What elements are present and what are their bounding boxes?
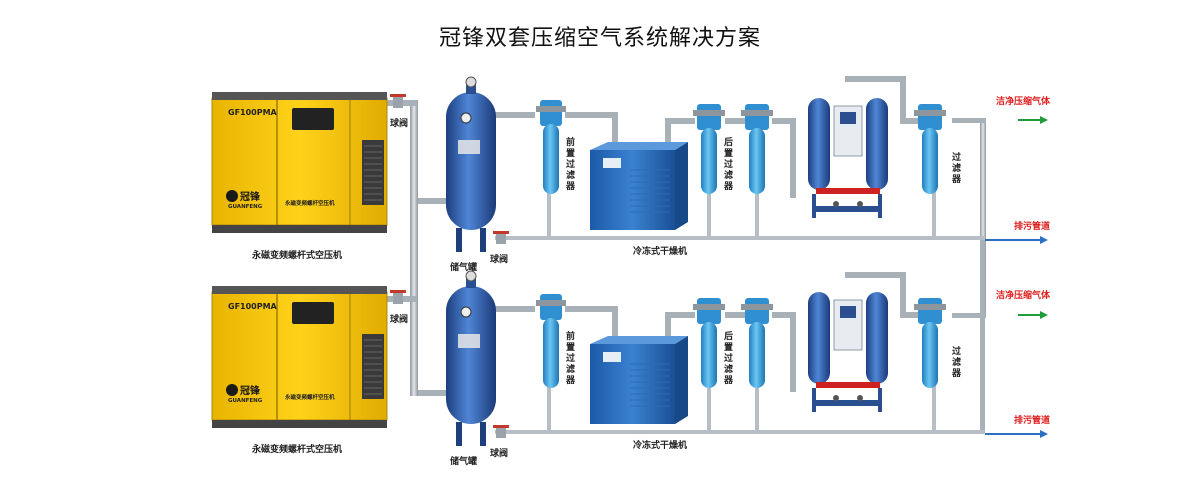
line-1-final-filter: 过滤器 [914,104,962,194]
line-2-final-filter: 过滤器 [914,298,962,388]
line-1-compressor-caption: 永磁变频螺杆式空压机 [251,249,342,261]
line-1-compressor-brand-en: GUANFENG [228,204,263,210]
line-2-final-filter-label: 过滤器 [951,345,962,379]
line-1-dryer-label: 冷冻式干燥机 [633,245,687,257]
line-2-tank: 储气罐 [446,270,496,467]
line-1-post-filter-label: 后置过滤器 [723,136,734,192]
line-2-desiccant-dryer [808,292,888,412]
line-2-dryer: 冷冻式干燥机 [590,336,688,451]
line-2-brand-logo-icon [226,384,238,396]
line-1-final-filter-label: 过滤器 [951,151,962,185]
line-1-compressor-model: GF100PMA [228,108,278,117]
line-2-clean-air-arrow-icon [1040,311,1048,319]
line-1-pre-filter-label: 前置过滤器 [565,136,576,192]
diagram-title: 冠锋双套压缩空气系统解决方案 [438,26,761,51]
line-2-tank-gauge-icon [460,306,472,318]
line-2-compressor-brand-en: GUANFENG [228,398,263,404]
line-1-compressor-panel-text: 永磁变频螺杆空压机 [284,199,335,207]
line-1-clean-air-output: 洁净压缩气体 [996,95,1051,124]
line-1-post-filter-1 [693,104,725,194]
line-1-brand-logo-icon [226,190,238,202]
line-1-tank: 储气罐 [446,76,496,273]
line-1-post-filter-2 [741,104,773,194]
line-1-tank-label: 储气罐 [450,261,477,273]
line-1-compressor: GF100PMA 冠锋 GUANFENG 永磁变频螺杆空压机 永磁变频螺杆式空压… [211,92,388,261]
line-2: GF100PMA 冠锋 GUANFENG 永磁变频螺杆空压机 永磁变频螺杆式空压… [211,270,1051,467]
line-1-pipes [387,76,985,240]
line-2-valve-top-label: 球阀 [390,313,408,325]
line-1-drain-label: 排污管道 [1014,220,1050,232]
line-1-valve-bottom-label: 球阀 [490,253,508,265]
line-1-drain-arrow-icon [1040,236,1048,244]
line-2-clean-air-output: 洁净压缩气体 [996,289,1051,319]
line-1-compressor-brand: 冠锋 [240,190,261,203]
line-2-post-filter-2 [741,298,773,388]
line-2-pre-filter: 前置过滤器 [536,294,576,388]
line-2-valve-top: 球阀 [390,290,408,325]
line-1: GF100PMA 冠锋 GUANFENG 永磁变频螺杆空压机 永磁变频螺杆式空压… [211,76,1051,273]
manifold-pipes [410,100,986,434]
line-2-output-label: 洁净压缩气体 [996,289,1051,301]
line-2-post-filter-label: 后置过滤器 [723,330,734,386]
line-1-tank-gauge-icon [460,112,472,124]
line-2-valve-bottom-label: 球阀 [490,447,508,459]
line-2-compressor-model: GF100PMA [228,302,278,311]
line-2-pre-filter-label: 前置过滤器 [565,330,576,386]
line-1-clean-air-arrow-icon [1040,116,1048,124]
line-1-valve-top-label: 球阀 [390,117,408,129]
line-1-valve-bottom: 球阀 [490,231,509,265]
line-2-compressor-caption: 永磁变频螺杆式空压机 [251,443,342,455]
line-1-output-label: 洁净压缩气体 [996,95,1051,107]
line-2-compressor-panel-text: 永磁变频螺杆空压机 [284,393,335,401]
line-2-dryer-label: 冷冻式干燥机 [633,439,687,451]
line-2-drain-label: 排污管道 [1014,414,1050,426]
line-1-drain-output: 排污管道 [985,220,1050,244]
line-2-compressor-brand: 冠锋 [240,384,261,397]
line-2-tank-label: 储气罐 [450,455,477,467]
line-2-valve-bottom: 球阀 [490,425,509,459]
line-2-drain-arrow-icon [1040,430,1048,438]
line-2-drain-output: 排污管道 [985,414,1050,438]
line-2-compressor: GF100PMA 冠锋 GUANFENG 永磁变频螺杆空压机 永磁变频螺杆式空压… [211,286,388,455]
line-2-post-filter-1 [693,298,725,388]
line-1-dryer: 冷冻式干燥机 [590,142,688,257]
line-1-valve-top: 球阀 [390,94,408,129]
line-1-pre-filter: 前置过滤器 [536,100,576,194]
line-1-desiccant-dryer [808,98,888,218]
